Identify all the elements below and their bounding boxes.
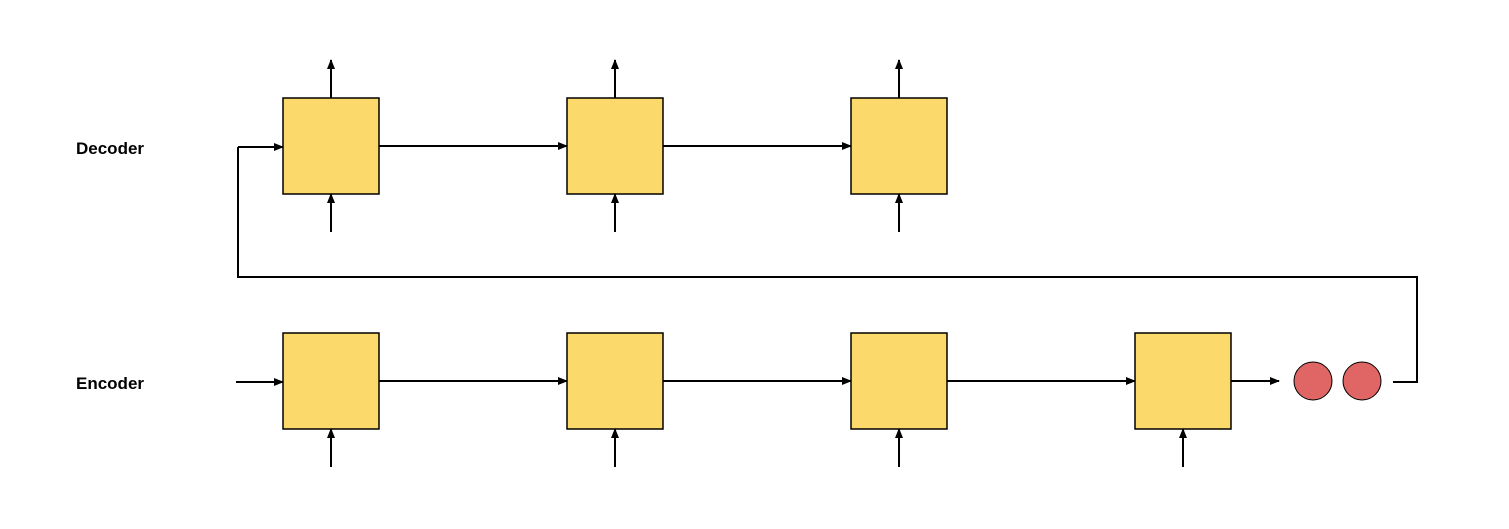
context-dot	[1342, 361, 1382, 401]
decoder-cells	[282, 59, 948, 232]
context-dot	[1293, 361, 1333, 401]
encoder-cells	[282, 332, 1280, 467]
encoder-label: Encoder	[76, 374, 144, 393]
decoder-label: Decoder	[76, 139, 144, 158]
encoder-cell	[282, 332, 380, 430]
decoder-cell	[566, 97, 664, 195]
encoder-cell	[1134, 332, 1232, 430]
encoder-cell	[566, 332, 664, 430]
decoder-cell	[850, 97, 948, 195]
context-vector	[1293, 361, 1382, 401]
encoder-cell	[850, 332, 948, 430]
context-feedback-line	[237, 147, 1418, 383]
decoder-cell	[282, 97, 380, 195]
